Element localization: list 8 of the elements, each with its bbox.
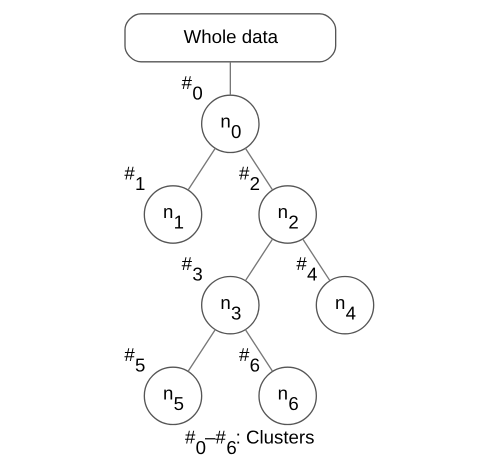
- connector: [244, 238, 273, 281]
- connector: [229, 62, 230, 95]
- connector: [244, 329, 273, 372]
- connector: [187, 329, 216, 372]
- connector: [244, 148, 273, 190]
- connector: [187, 148, 216, 190]
- node-box: Whole data: [124, 13, 336, 62]
- connector: [302, 238, 330, 281]
